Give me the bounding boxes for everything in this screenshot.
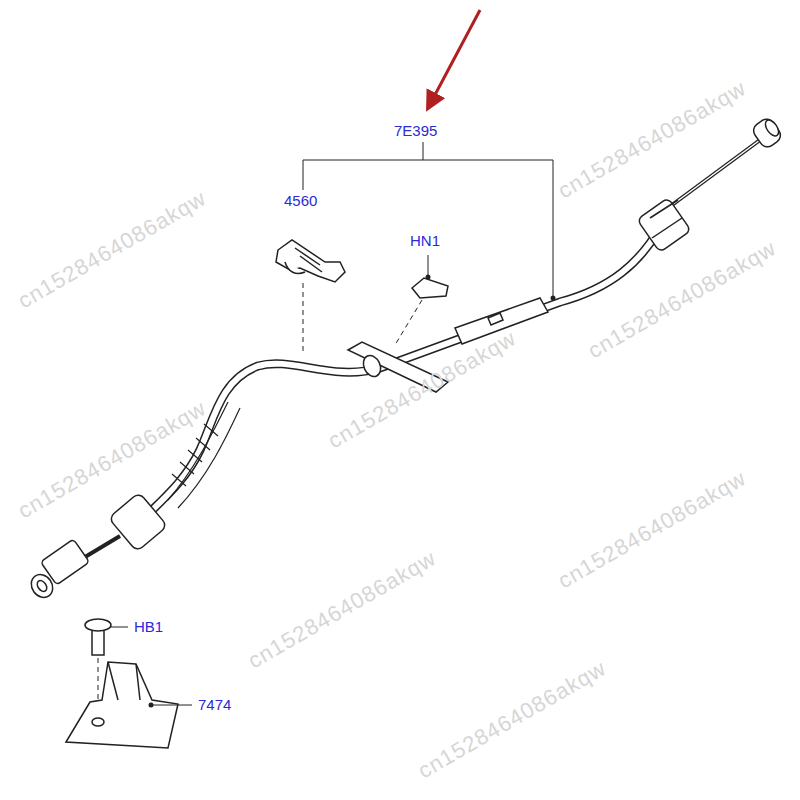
cable-rod [672,140,760,205]
leader-dashed [395,300,422,345]
watermark-text: cn1528464086akqw [584,235,781,364]
callout-number: HB1 [134,619,163,635]
clip-part [276,240,345,282]
watermark-text: cn1528464086akqw [414,655,611,784]
callout-number: 7474 [198,697,231,713]
watermark-text: cn1528464086akqw [244,545,441,674]
cable-rod [672,140,760,205]
leader-dashed [98,658,99,700]
callout-number: 4560 [284,193,317,209]
callout-number: HN1 [410,233,440,249]
leader-dot [149,703,154,708]
leader-dashed [303,283,304,352]
watermark-text: cn1528464086akqw [324,325,521,454]
leader-line [428,255,429,276]
pointer-arrow [428,10,480,108]
bolt-part [85,619,111,655]
nut-part [412,278,448,298]
watermark-text: cn1528464086akqw [554,75,751,204]
callout-number: 7E395 [394,123,437,139]
ball-end [751,116,784,150]
leader-line [152,705,192,706]
cable-boot [637,198,691,253]
cable [142,228,660,520]
watermark-text: cn1528464086akqw [554,465,751,594]
watermark-text: cn1528464086akqw [14,185,211,314]
